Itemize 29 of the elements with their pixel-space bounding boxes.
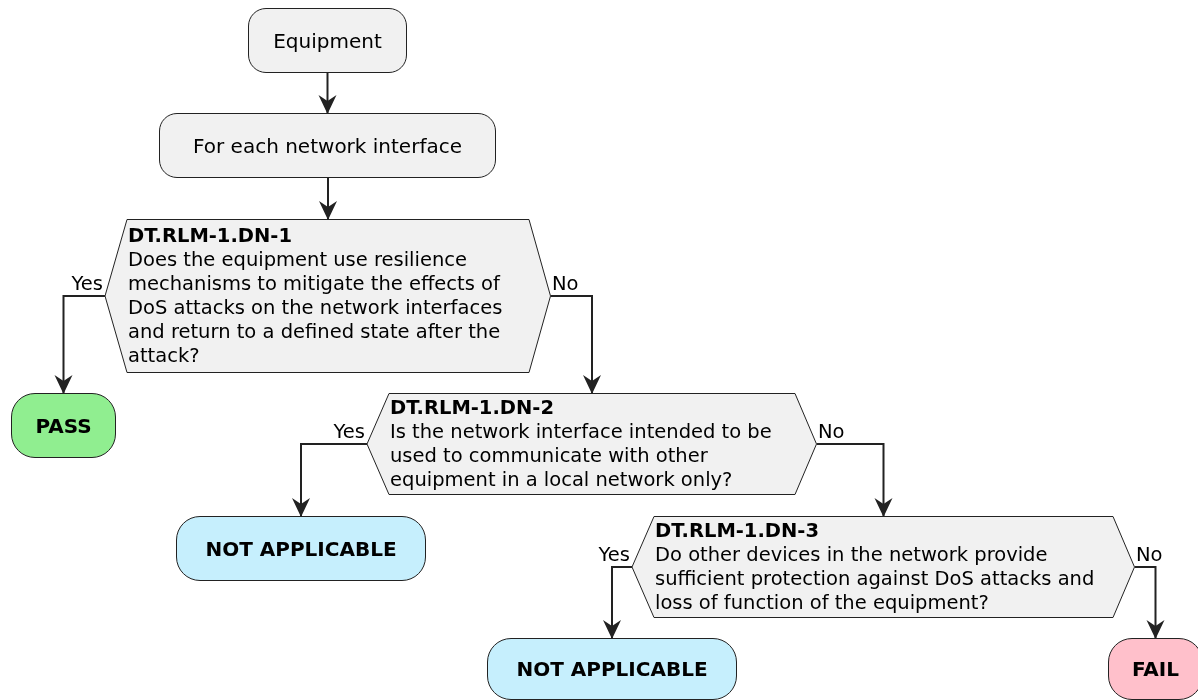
arrow: [816, 443, 893, 517]
result-terminal: [487, 638, 737, 700]
arrow: [318, 72, 337, 114]
decision-question: Does the equipment use resilience mechanisms to mitigate the effects of DoS attacks on the network interfaces and return to a defined state after the attack?: [128, 248, 504, 368]
decision-heading: DT.RLM-1.DN-2: [390, 396, 556, 420]
decision-hexagon: [632, 516, 1135, 618]
result-terminal: [11, 393, 116, 458]
arrow: [319, 177, 337, 220]
decision-question: Is the network interface intended to be used to communicate with other equipment in a local network only?: [390, 420, 773, 492]
arrow: [550, 295, 601, 394]
decision-heading: DT.RLM-1.DN-1: [128, 224, 294, 248]
node-label: NOT APPLICABLE: [205, 536, 397, 561]
node-label: For each network interface: [193, 133, 462, 158]
node-label: NOT APPLICABLE: [516, 657, 708, 681]
arrow: [1134, 566, 1165, 639]
node-label: PASS: [35, 413, 92, 438]
result-terminal: [176, 516, 426, 581]
node-label: Equipment: [273, 28, 382, 53]
decision-hexagon: [367, 393, 817, 495]
arrow: [292, 443, 368, 517]
decision-heading: DT.RLM-1.DN-3: [655, 519, 821, 543]
result-terminal: [1108, 638, 1198, 700]
arrow: [603, 566, 633, 639]
process-box: [159, 113, 496, 178]
arrow: [54, 295, 106, 394]
decision-hexagon: [105, 219, 551, 373]
node-label: FAIL: [1132, 657, 1179, 681]
process-box: [248, 8, 407, 73]
decision-question: Do other devices in the network provide sufficient protection against DoS attacks and loss of function of the equipment?: [655, 543, 1096, 615]
